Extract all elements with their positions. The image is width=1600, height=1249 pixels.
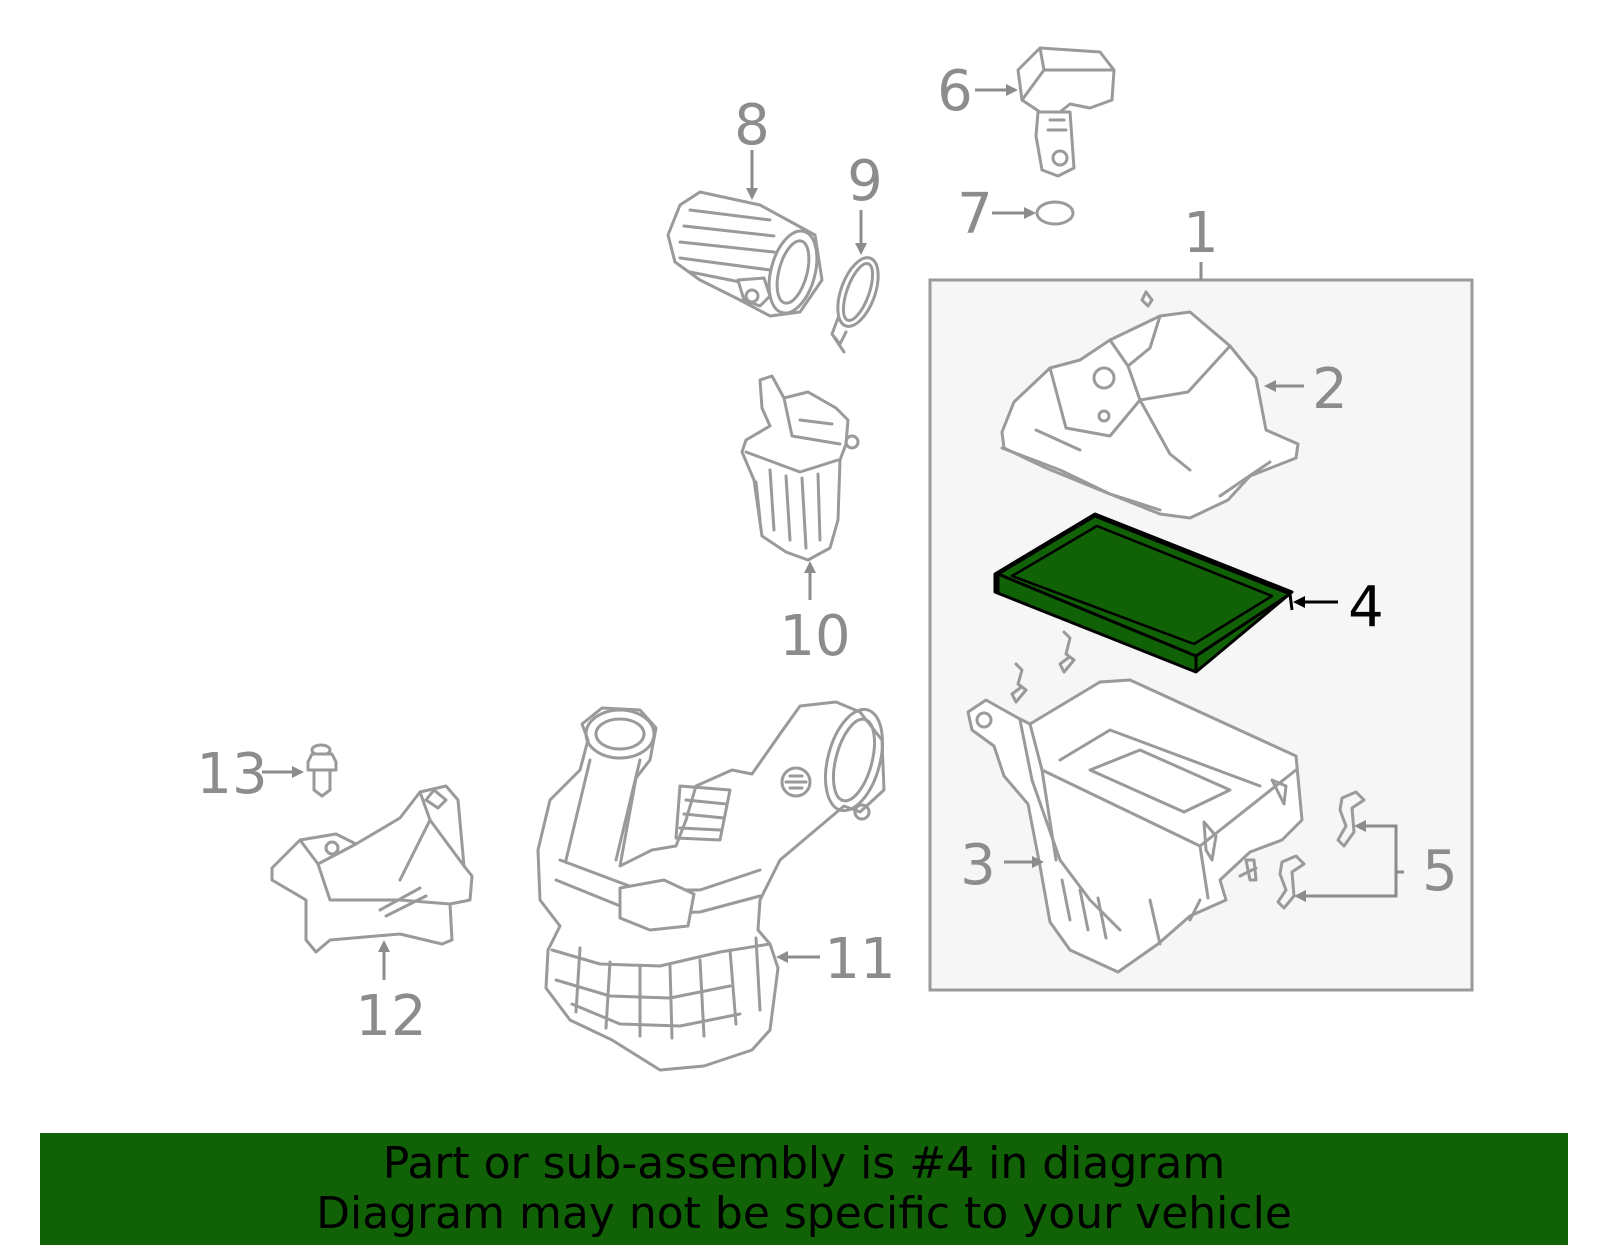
housing-clips xyxy=(1010,630,1076,704)
part-7-o-ring xyxy=(1035,200,1075,226)
callout-9[interactable]: 9 xyxy=(847,149,883,214)
callout-8[interactable]: 8 xyxy=(734,93,770,158)
part-6-sensor xyxy=(1016,46,1116,178)
part-3-lower-housing xyxy=(966,678,1304,974)
part-5-clips xyxy=(1276,790,1366,910)
footer-banner: Part or sub-assembly is #4 in diagram Di… xyxy=(40,1133,1568,1245)
part-13-push-clip xyxy=(306,743,338,798)
callout-12[interactable]: 12 xyxy=(355,984,426,1049)
part-9-clamp xyxy=(830,256,880,354)
callout-4[interactable]: 4 xyxy=(1348,575,1384,640)
part-11-inlet-duct xyxy=(536,700,886,1072)
footer-line-1: Part or sub-assembly is #4 in diagram xyxy=(382,1138,1226,1189)
callout-2[interactable]: 2 xyxy=(1312,357,1348,422)
callout-3[interactable]: 3 xyxy=(960,833,996,898)
callout-1[interactable]: 1 xyxy=(1183,201,1219,266)
part-8-intake-boot xyxy=(666,190,824,318)
part-10-resonator xyxy=(740,374,860,562)
callout-7[interactable]: 7 xyxy=(957,182,993,247)
callout-10[interactable]: 10 xyxy=(779,604,850,669)
footer-line-2: Diagram may not be specific to your vehi… xyxy=(316,1188,1292,1239)
callout-13[interactable]: 13 xyxy=(196,742,267,807)
part-12-bracket xyxy=(270,784,474,954)
part-2-upper-cover xyxy=(1000,290,1300,520)
callout-6[interactable]: 6 xyxy=(937,59,973,124)
callout-5[interactable]: 5 xyxy=(1422,839,1458,904)
callout-11[interactable]: 11 xyxy=(824,927,895,992)
part-4-air-filter[interactable] xyxy=(993,512,1294,674)
